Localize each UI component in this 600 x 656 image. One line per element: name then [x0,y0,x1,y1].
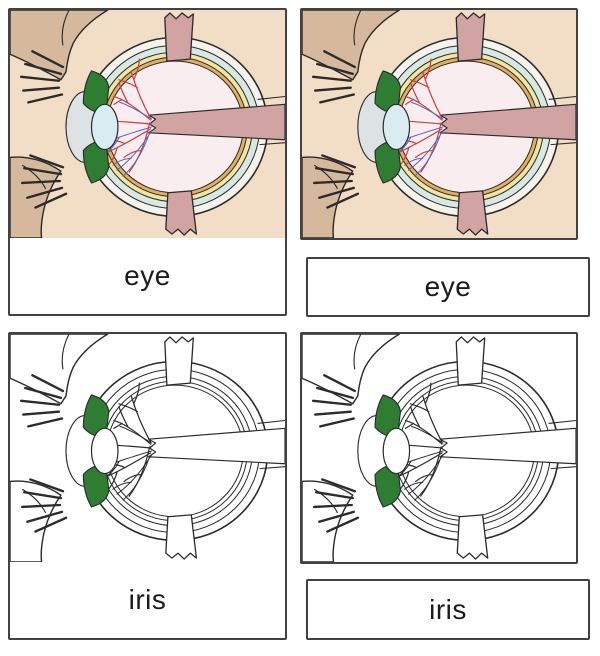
iris-picture-outline [302,334,576,562]
card-label-area: eye [10,238,285,314]
eye-label-card: eye [306,257,590,317]
iris-picture-outline [10,334,285,562]
eye-picture-card [300,8,578,240]
eye-diagram-colored [302,10,576,238]
eye-diagram-outline [302,334,576,562]
eye-picture-colored [302,10,576,238]
eye-labeled-card: eye [8,8,287,316]
eye-diagram-colored [10,10,285,238]
iris-labeled-card: iris [8,332,287,640]
iris-picture-card [300,332,578,564]
eye-picture-colored [10,10,285,238]
eye-diagram-outline [10,334,285,562]
card-label: iris [429,593,467,625]
card-label-area: iris [10,562,285,638]
iris-label-card: iris [306,579,590,640]
card-label: eye [424,271,472,302]
card-label: iris [128,584,167,615]
card-label: eye [124,260,171,291]
